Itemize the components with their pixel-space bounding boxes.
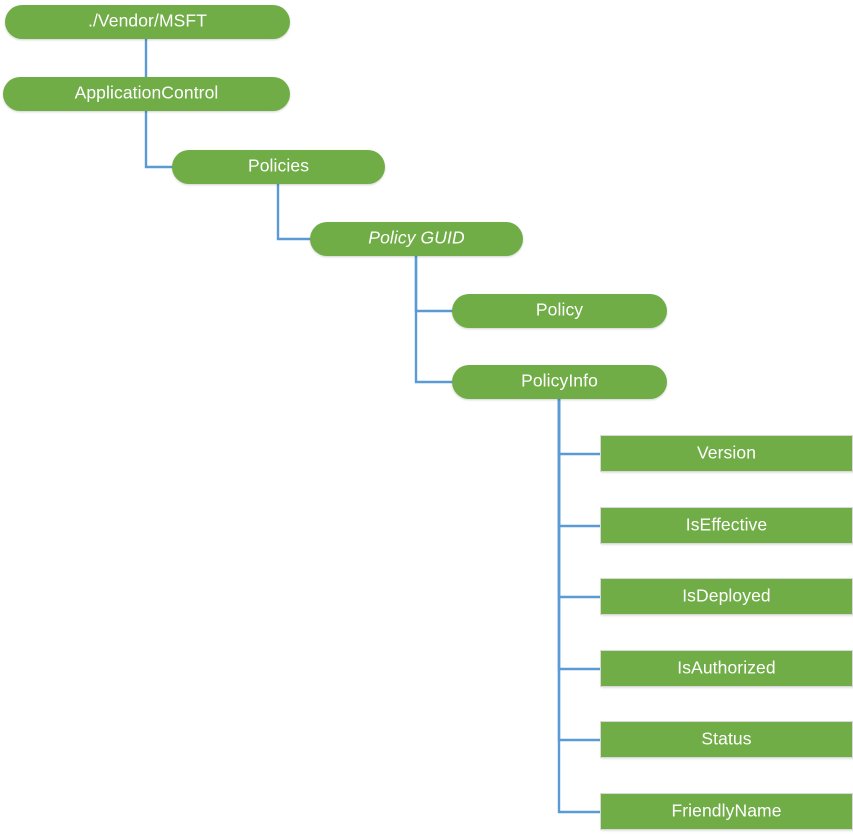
- node-label-policies: Policies: [247, 155, 310, 176]
- node-label-is-effective: IsEffective: [685, 514, 768, 535]
- node-policies[interactable]: Policies: [172, 150, 385, 184]
- node-vendor[interactable]: ./Vendor/MSFT: [5, 5, 290, 39]
- edge-policies-to-policy-guid: [276, 184, 312, 241]
- node-label-version: Version: [696, 442, 757, 463]
- node-label-is-deployed: IsDeployed: [682, 585, 771, 606]
- node-label-policy: Policy: [535, 299, 584, 320]
- node-label-policy-guid: Policy GUID: [368, 227, 465, 248]
- node-policy[interactable]: Policy: [452, 294, 667, 328]
- edge-policy-info-to-version: [557, 399, 601, 456]
- node-label-policy-info: PolicyInfo: [521, 370, 598, 391]
- edge-policy-guid-to-policy: [414, 256, 454, 313]
- node-is-effective[interactable]: IsEffective: [600, 507, 853, 544]
- node-friendly-name[interactable]: FriendlyName: [600, 793, 853, 830]
- node-version[interactable]: Version: [600, 435, 853, 472]
- node-label-application-control: ApplicationControl: [74, 82, 219, 103]
- edge-policy-info-to-is-effective: [557, 399, 601, 528]
- node-label-status: Status: [701, 728, 752, 749]
- node-is-authorized[interactable]: IsAuthorized: [600, 650, 853, 687]
- node-status[interactable]: Status: [600, 721, 853, 758]
- edge-application-control-to-policies: [144, 111, 174, 169]
- node-policy-info[interactable]: PolicyInfo: [452, 365, 667, 399]
- node-label-friendly-name: FriendlyName: [671, 800, 782, 821]
- node-is-deployed[interactable]: IsDeployed: [600, 578, 853, 615]
- edge-policy-info-to-status: [557, 399, 601, 742]
- edge-policy-guid-to-policy-info: [414, 256, 454, 384]
- node-policy-guid[interactable]: Policy GUID: [310, 222, 523, 256]
- node-label-is-authorized: IsAuthorized: [677, 657, 776, 678]
- edge-policy-info-to-friendly-name: [557, 399, 601, 814]
- edge-policy-info-to-is-deployed: [557, 399, 601, 599]
- node-application-control[interactable]: ApplicationControl: [3, 77, 290, 111]
- node-label-vendor: ./Vendor/MSFT: [88, 10, 207, 31]
- edge-policy-info-to-is-authorized: [557, 399, 601, 671]
